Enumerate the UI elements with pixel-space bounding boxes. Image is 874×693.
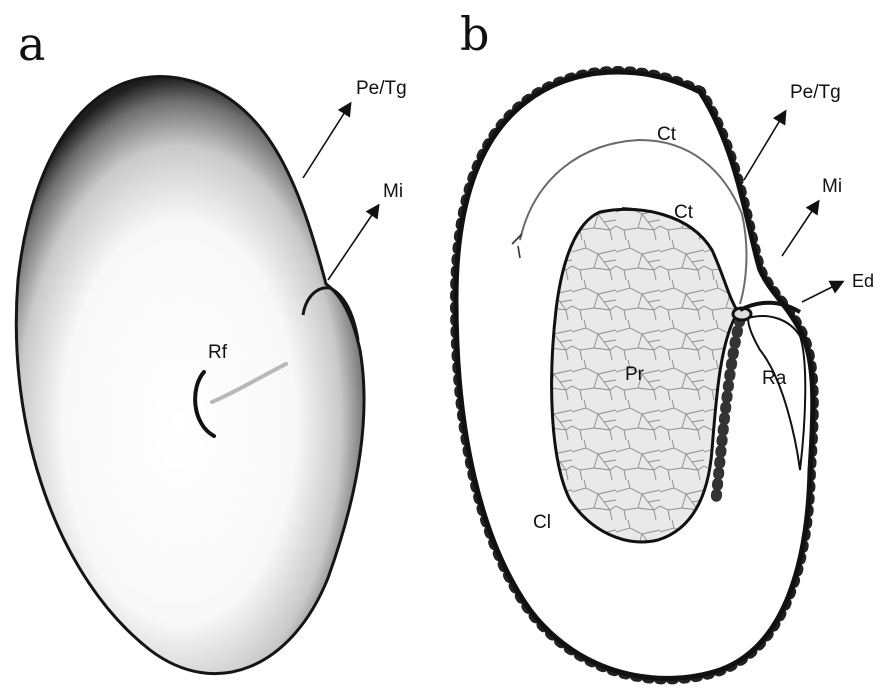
mi-label-b: Mi [822, 176, 842, 197]
pe-tg-pointer-b [744, 112, 785, 180]
ct-inner-label-b: Ct [674, 202, 694, 223]
mi-pointer-a [328, 206, 378, 280]
mi-pointer-b [782, 202, 818, 256]
pe-tg-label-b: Pe/Tg [790, 82, 841, 103]
ed-label-b: Ed [852, 271, 874, 291]
seed-outline-a [16, 77, 364, 674]
ed-pointer-b [802, 282, 842, 302]
rf-label-a: Rf [208, 342, 228, 363]
panel-a: a Pe/Tg Mi Rf [16, 17, 406, 674]
pr-label-b: Pr [625, 364, 645, 385]
ra-label-b: Ra [762, 368, 787, 389]
mi-label-a: Mi [383, 181, 403, 202]
pe-tg-pointer-a [303, 104, 350, 178]
panel-a-letter: a [18, 17, 45, 71]
pe-tg-label-a: Pe/Tg [356, 78, 407, 99]
panel-b: b Pe/Tg Mi Ed Ct Ct Pr Ra Cl [456, 7, 874, 678]
panel-b-letter: b [460, 7, 489, 61]
ct-outer-label-b: Ct [657, 124, 677, 145]
cl-label-b: Cl [533, 512, 551, 533]
